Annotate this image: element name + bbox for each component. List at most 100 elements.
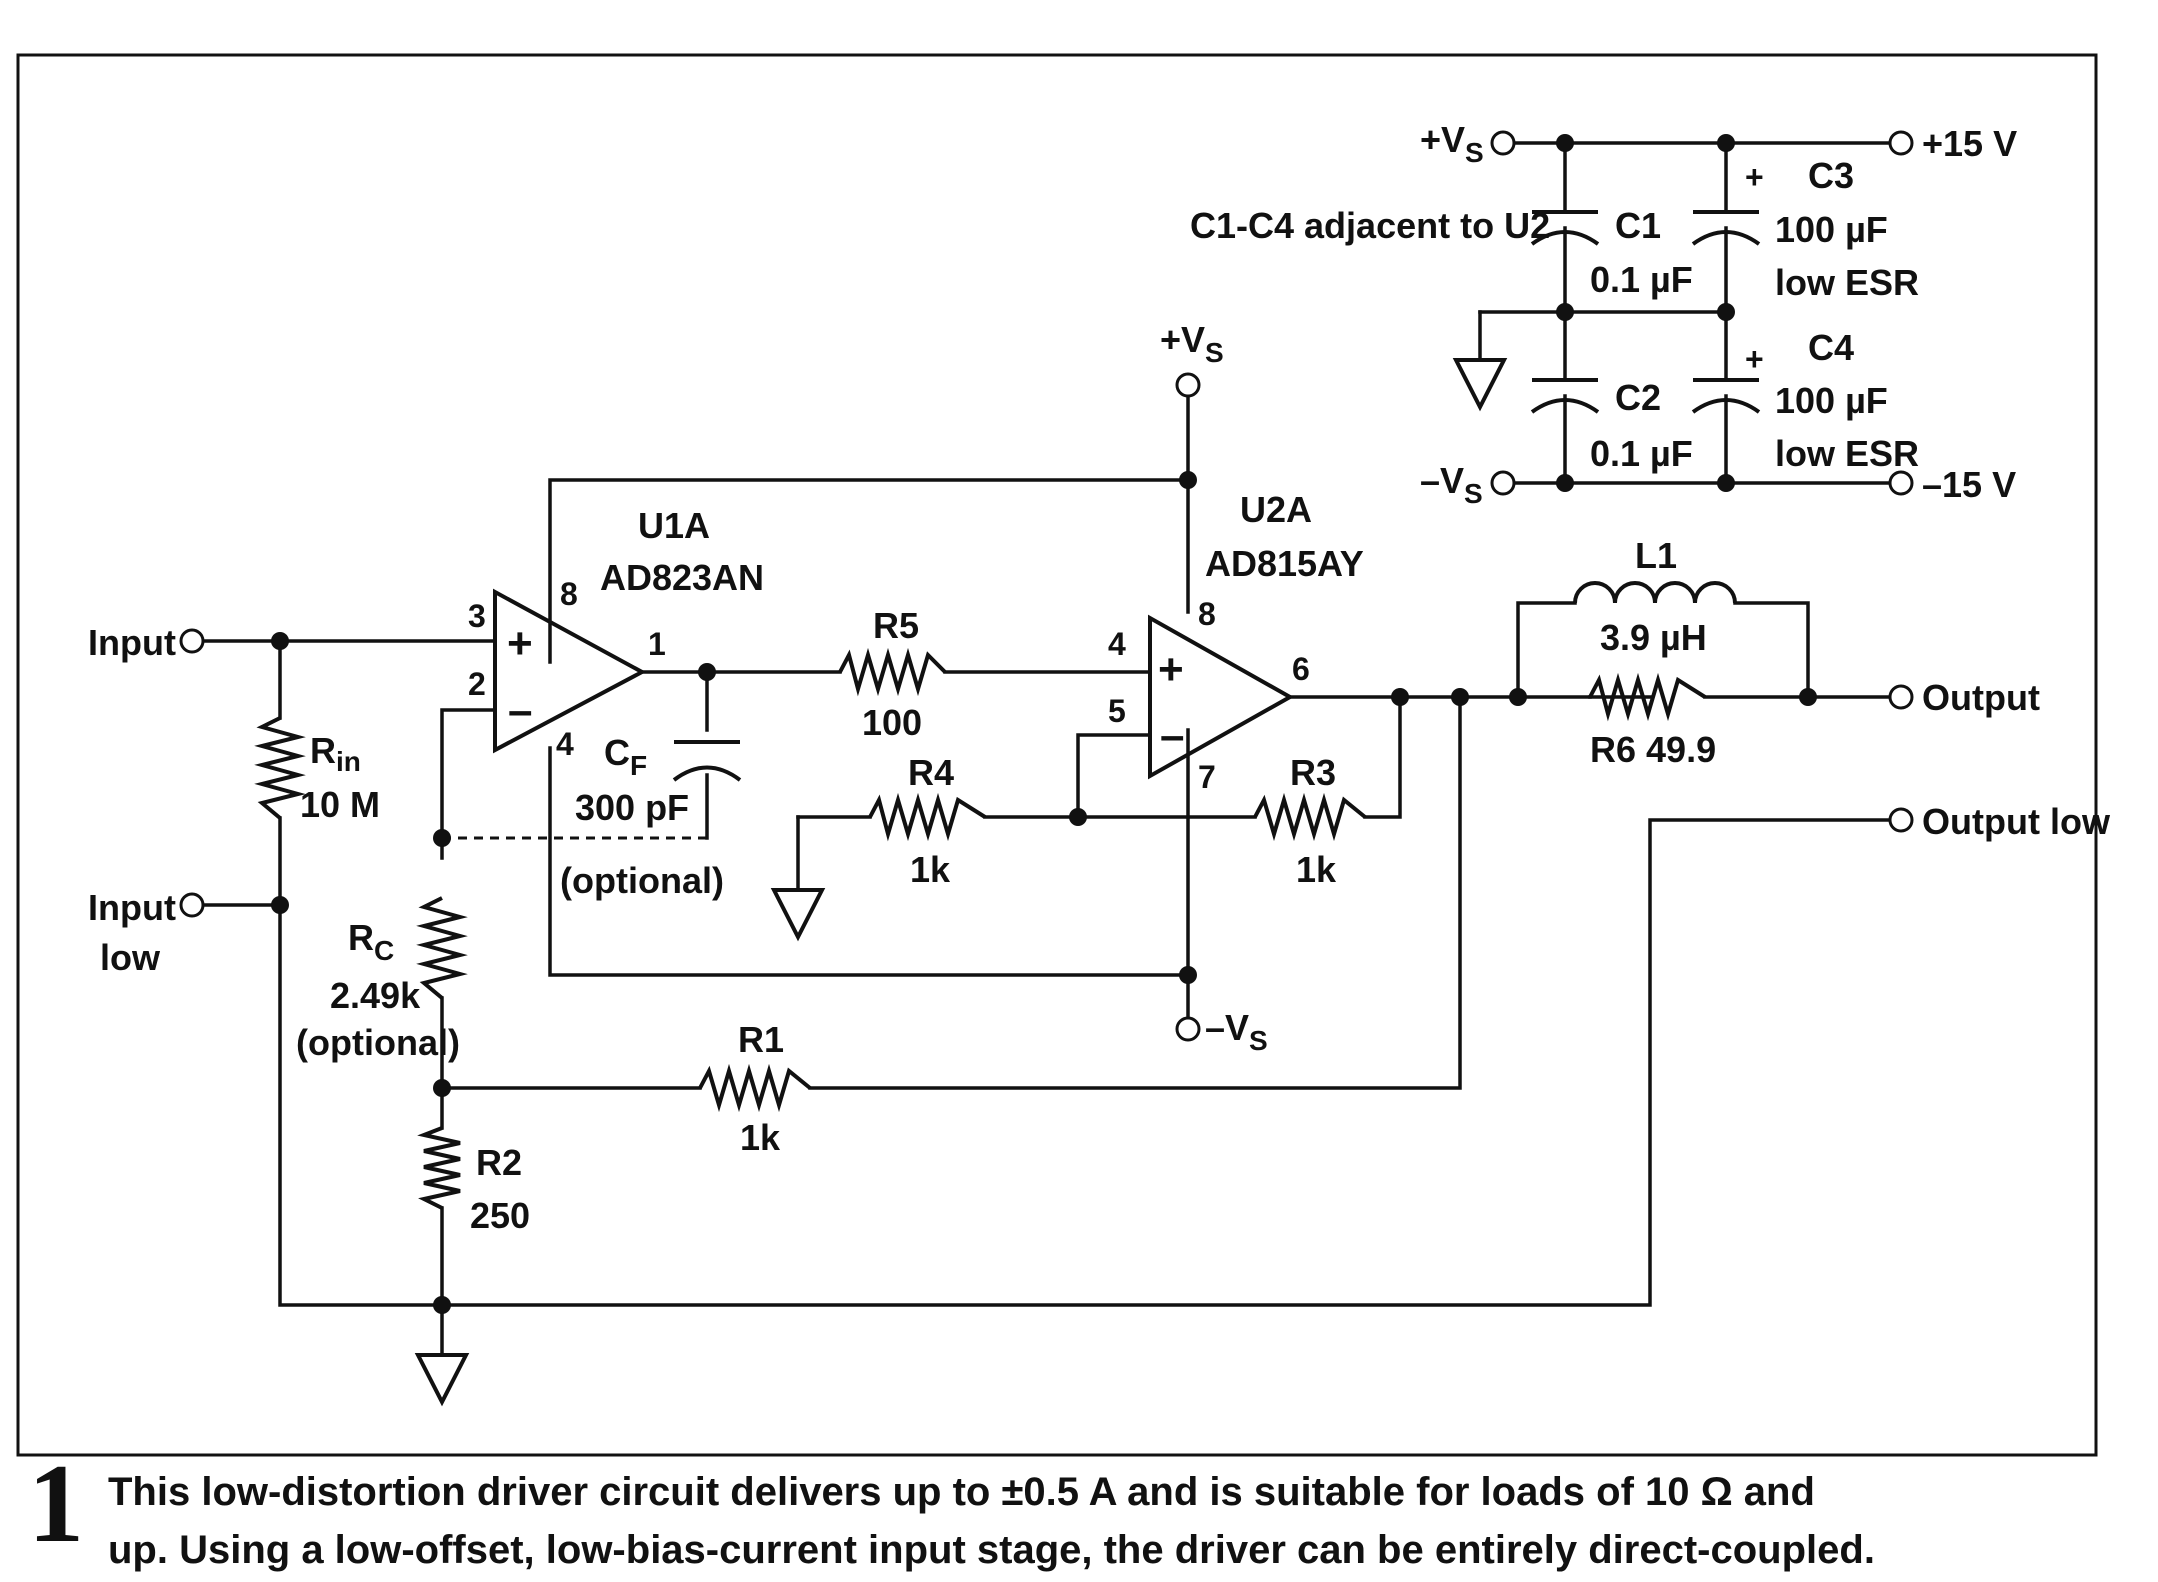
resistor-rin — [254, 716, 306, 820]
u1-plus-symbol: + — [507, 619, 533, 668]
vs-neg-rail-label: –VS — [1205, 1007, 1268, 1056]
vs-pos-supply-text: +V — [1420, 119, 1465, 160]
minus-15v-terminal — [1888, 470, 1914, 496]
c4-polarity: + — [1745, 341, 1764, 377]
input-low-label: Input — [88, 887, 176, 928]
vs-pos-supply-sub: S — [1465, 137, 1484, 168]
vs-neg-supply-label: –VS — [1420, 460, 1483, 509]
u2-plus-symbol: + — [1158, 645, 1184, 694]
u1-pin-8: 8 — [560, 576, 578, 612]
vs-neg-supply-sub: S — [1464, 478, 1483, 509]
rc-ref-text: R — [348, 917, 374, 958]
ground-symbol — [1452, 358, 1508, 412]
resistor-r6 — [1588, 672, 1707, 722]
c3-polarity: + — [1745, 159, 1764, 195]
u1-ref-label: U1A — [638, 505, 710, 546]
capacitor-cf — [672, 740, 742, 782]
vs-neg-supply-terminal — [1490, 470, 1516, 496]
minus-15v-label: –15 V — [1922, 464, 2016, 505]
ground-symbol — [770, 888, 826, 942]
figure-frame — [16, 53, 2098, 1457]
cf-note-label: (optional) — [560, 860, 724, 901]
c2-ref-label: C2 — [1615, 377, 1661, 418]
cf-ref-sub: F — [630, 750, 647, 781]
u1-part-label: AD823AN — [600, 557, 764, 598]
vs-neg-rail-text: –V — [1205, 1007, 1249, 1048]
r1-ref-label: R1 — [738, 1019, 784, 1060]
cf-value-label: 300 pF — [575, 787, 689, 828]
c2-value-label: 0.1 µF — [1590, 433, 1693, 474]
l1-ref-label: L1 — [1635, 535, 1677, 576]
vs-neg-terminal — [1175, 1016, 1201, 1042]
vs-pos-rail-label: +VS — [1160, 319, 1224, 368]
output-low-terminal — [1888, 807, 1914, 833]
vs-pos-supply-label: +VS — [1420, 119, 1484, 168]
cf-ref-text: C — [604, 732, 630, 773]
capacitor-c2 — [1530, 378, 1600, 414]
resistor-r2 — [417, 1126, 461, 1210]
u2-minus-symbol: – — [1160, 711, 1184, 760]
caption-line-1: This low-distortion driver circuit deliv… — [108, 1470, 1815, 1514]
resistor-r1 — [698, 1063, 812, 1113]
opamp-u1 — [493, 588, 647, 754]
output-label: Output — [1922, 677, 2040, 718]
opamp-u2 — [1148, 614, 1295, 780]
rin-value-label: 10 M — [300, 784, 380, 825]
l1-value-label: 3.9 µH — [1600, 617, 1707, 658]
u2-pin-7: 7 — [1198, 759, 1216, 795]
output-low-label: Output low — [1922, 801, 2111, 842]
input-label: Input — [88, 622, 176, 663]
resistor-r3 — [1253, 792, 1367, 842]
vs-pos-terminal — [1175, 372, 1201, 398]
wires — [190, 141, 1892, 1357]
r3-ref-label: R3 — [1290, 752, 1336, 793]
c3-value-label: 100 µF — [1775, 209, 1888, 250]
vs-pos-rail-text: +V — [1160, 319, 1205, 360]
c3-ref-label: C3 — [1808, 155, 1854, 196]
c4-note-label: low ESR — [1775, 433, 1919, 474]
u2-pin-4: 4 — [1108, 626, 1126, 662]
r3-value-label: 1k — [1296, 849, 1337, 890]
caption-line-2: up. Using a low-offset, low-bias-current… — [108, 1528, 1875, 1572]
u2-pin-5: 5 — [1108, 693, 1126, 729]
resistor-r4 — [868, 792, 987, 842]
r5-ref-label: R5 — [873, 605, 919, 646]
rc-value-label: 2.49k — [330, 975, 421, 1016]
vs-neg-rail-sub: S — [1249, 1025, 1268, 1056]
u2-part-label: AD815AY — [1205, 543, 1364, 584]
capacitor-c4 — [1691, 378, 1761, 414]
r2-value-label: 250 — [470, 1195, 530, 1236]
input-low-label-2: low — [100, 937, 161, 978]
resistor-r5 — [838, 647, 947, 697]
cf-ref-label: CF — [604, 732, 647, 781]
input-low-terminal — [179, 892, 205, 918]
r4-ref-label: R4 — [908, 752, 954, 793]
u1-minus-symbol: – — [508, 686, 532, 735]
c1-ref-label: C1 — [1615, 205, 1661, 246]
vs-pos-rail-sub: S — [1205, 337, 1224, 368]
plus-15v-terminal — [1888, 130, 1914, 156]
c4-ref-label: C4 — [1808, 327, 1854, 368]
plus-15v-label: +15 V — [1922, 123, 2017, 164]
u1-pin-3: 3 — [468, 598, 486, 634]
u1-pin-1: 1 — [648, 626, 666, 662]
r4-value-label: 1k — [910, 849, 951, 890]
c4-value-label: 100 µF — [1775, 380, 1888, 421]
u2-pin-8: 8 — [1198, 596, 1216, 632]
vs-neg-supply-text: –V — [1420, 460, 1464, 501]
figure-number: 1 — [28, 1442, 84, 1566]
inductor-l1 — [1573, 581, 1737, 604]
junction-dots — [271, 134, 1817, 1314]
rc-ref-label: RC — [348, 917, 394, 966]
capacitor-c1 — [1530, 210, 1600, 246]
r5-value-label: 100 — [862, 702, 922, 743]
vs-pos-supply-terminal — [1490, 130, 1516, 156]
rc-note-label: (optional) — [296, 1022, 460, 1063]
u1-pin-4: 4 — [556, 726, 574, 762]
resistor-rc — [416, 896, 468, 1000]
c1-value-label: 0.1 µF — [1590, 259, 1693, 300]
ground-symbol — [414, 1353, 470, 1407]
r6-label: R6 49.9 — [1590, 729, 1716, 770]
rin-ref-label: Rin — [310, 730, 361, 777]
